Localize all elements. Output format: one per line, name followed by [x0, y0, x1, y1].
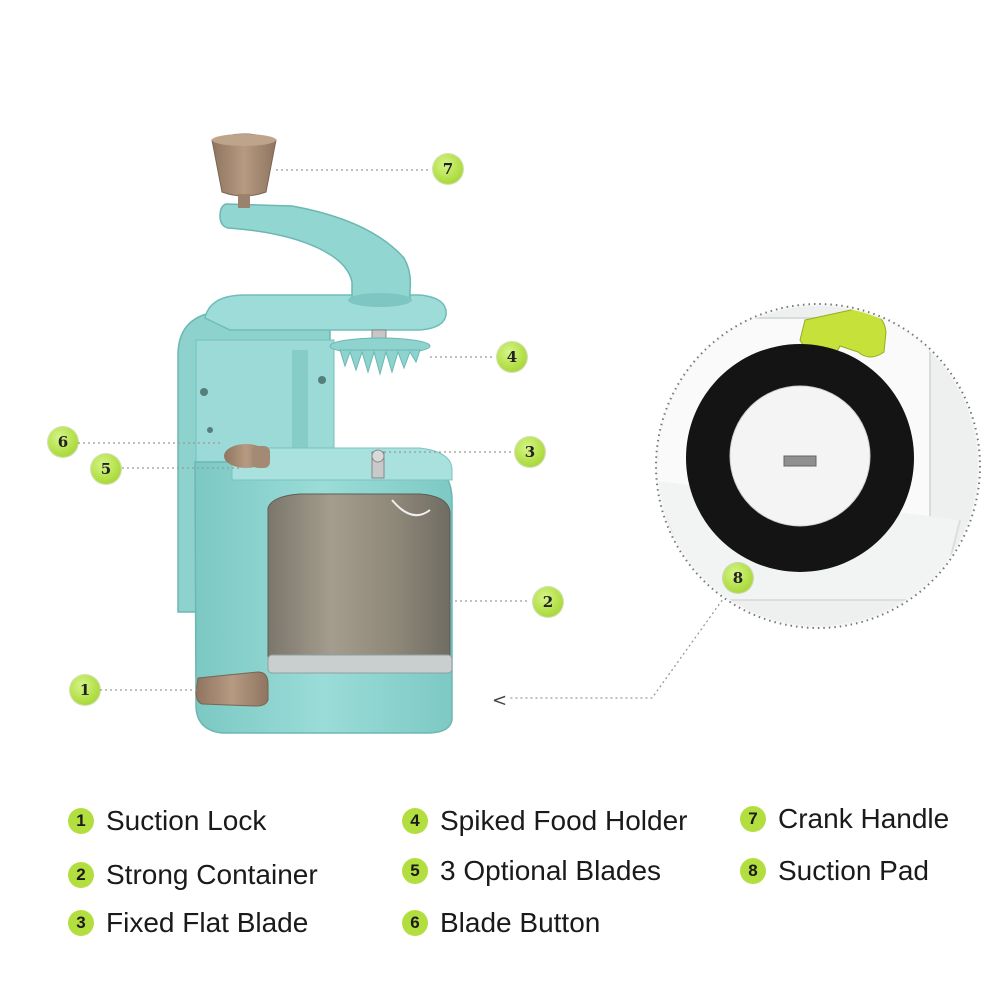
legend-number-6: 6 [402, 910, 428, 936]
legend-item-2: 2 Strong Container [68, 859, 318, 891]
legend-number-8: 8 [740, 858, 766, 884]
legend-number-2: 2 [68, 862, 94, 888]
callout-8: 8 [723, 563, 753, 593]
legend-number-3: 3 [68, 910, 94, 936]
legend-item-5: 5 3 Optional Blades [402, 855, 661, 887]
legend-label-5: 3 Optional Blades [440, 855, 662, 886]
spiked-food-holder [329, 329, 431, 376]
legend-label-8: Suction Pad [778, 855, 929, 886]
legend-label-1: Suction Lock [106, 805, 267, 836]
legend-number-4: 4 [402, 808, 428, 834]
legend-number-5: 5 [402, 858, 428, 884]
legend-label-4: Spiked Food Holder [440, 805, 688, 836]
callout-1: 1 [70, 675, 100, 705]
callout-3: 3 [515, 437, 545, 467]
legend-label-7: Crank Handle [778, 803, 950, 834]
legend-number-1: 1 [68, 808, 94, 834]
spiralizer-body [177, 133, 453, 734]
legend-item-4: 4 Spiked Food Holder [402, 805, 687, 837]
callout-6: 6 [48, 427, 78, 457]
legend-item-7: 7 Crank Handle [740, 803, 949, 835]
legend-item-8: 8 Suction Pad [740, 855, 929, 887]
arrow-glyph: < [492, 690, 507, 711]
callout-4: 4 [497, 342, 527, 372]
legend-label-6: Blade Button [440, 907, 601, 938]
leader-lines [78, 169, 729, 699]
callout-7: 7 [433, 154, 463, 184]
legend-number-7: 7 [740, 806, 766, 832]
callout-5: 5 [91, 454, 121, 484]
legend-item-1: 1 Suction Lock [68, 805, 266, 837]
legend-label-2: Strong Container [106, 859, 318, 890]
legend-item-3: 3 Fixed Flat Blade [68, 907, 308, 939]
legend-label-3: Fixed Flat Blade [106, 907, 309, 938]
leader-line-8 [510, 591, 729, 699]
suction-pad-zoom [655, 303, 981, 629]
callout-2: 2 [533, 587, 563, 617]
legend-item-6: 6 Blade Button [402, 907, 600, 939]
